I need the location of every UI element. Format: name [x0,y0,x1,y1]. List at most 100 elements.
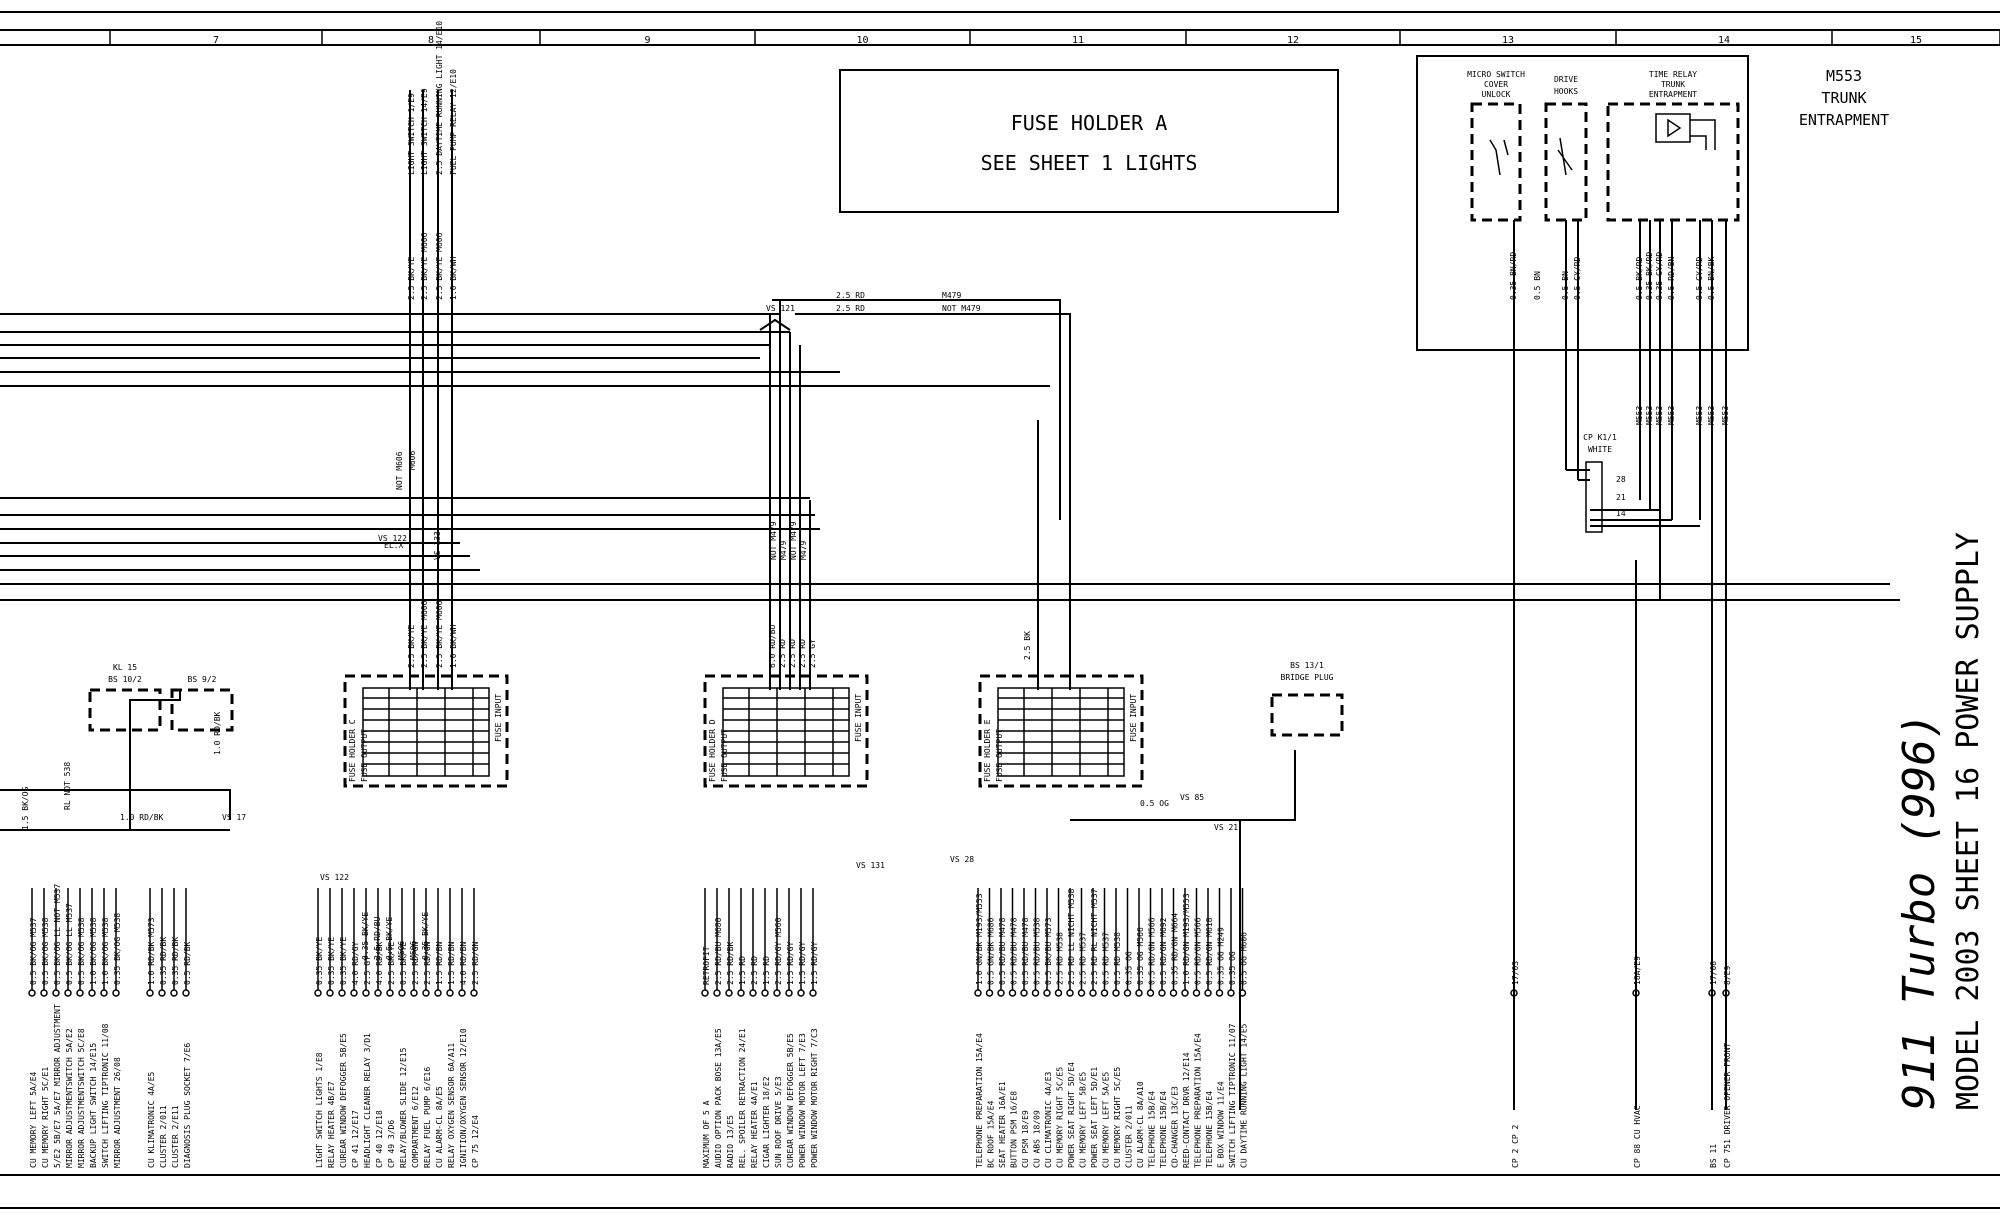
terminal-destination: CP 41 12/E17 [351,1110,360,1168]
terminal-wire: 0.5 GN/BK M680 [987,917,996,985]
terminal-wire: 2.5 RD/BK [726,941,735,985]
m553-id: M553 [1826,67,1862,85]
wire-label: 2.5 BK/YE M606 [420,232,429,300]
terminal-destination: CU DAYTIME RUNNING LIGHT 14/E5 [1240,1023,1249,1168]
terminal-destination: SUN ROOF DRIVE 5/E3 [774,1076,783,1168]
svg-text:21: 21 [1616,493,1626,502]
wire-label: 2.5 BK [1023,631,1032,660]
terminal-destination: LIGHT SWITCH LIGHTS 1/E8 [315,1052,324,1168]
terminal-destination: CLUSTER 2/E11 [171,1105,180,1168]
wire-label: M553 [1667,406,1676,425]
wire-label: M553 [1695,406,1704,425]
terminal-wire: 0.5 BK/BU M573 [1044,917,1053,985]
terminal-destination: RELAY FUEL PUMP 6/E16 [423,1067,432,1168]
terminal-destination: SEAT HEATER 16A/E1 [998,1081,1007,1168]
svg-text:ENTRAPMENT: ENTRAPMENT [1649,90,1697,99]
svg-text:VS 28: VS 28 [950,855,974,864]
terminal-wire: 2.5 RD/GN [471,941,480,985]
terminal-wire: 2.5 RD/GY M560 [774,917,783,985]
wire-label: 2.5 BK/YE M606 [420,600,429,668]
terminal-destination: CUREAR WINDOW DEFOGGER 5B/E5 [786,1033,795,1168]
terminal-destination: CP 75 12/E4 [471,1115,480,1168]
terminal-wire: 18A/E9 [1633,956,1642,985]
wire-label: 2.5 GY [808,639,817,668]
terminal-destination: CUREAR WINDOW DEFOGGER 5B/E5 [339,1033,348,1168]
terminal-destination: CU CLIMATRONIC 4A/E3 [1044,1071,1053,1168]
terminal-destination: BS 11 [1709,1144,1718,1168]
terminal-destination: BACKUP LIGHT SWITCH 14/E15 [89,1043,98,1168]
terminal-wire: 1.5 RD/BN [447,941,456,985]
terminal-wire: 2.5 BK/YE [387,941,396,985]
terminal-wire: 0.5 RD/BU M478 [998,917,1007,985]
svg-text:VS 122: VS 122 [378,534,407,543]
svg-text:BRIDGE PLUG: BRIDGE PLUG [1281,673,1334,682]
terminal-destination: CU MEMORY LEFT 5A/E4 [29,1071,38,1168]
wire-label: 2.5 BK/YE M606 [435,232,444,300]
fuse-holder-a-line2: SEE SHEET 1 LIGHTS [981,151,1198,175]
fuse-holder-label: FUSE HOLDER E [983,719,992,782]
terminal-wire: 0.5 BK/OG M538 [77,917,86,985]
svg-text:VS 131: VS 131 [856,861,885,870]
terminal-wire: 0.5 RD/BU M478 [1010,917,1019,985]
terminal-wire: 1.0 BK/OG M538 [89,917,98,985]
fuse-input-label: FUSE INPUT [494,694,503,742]
terminal-destination: E BOX WINDOW 11/E4 [1217,1081,1226,1168]
terminal-wire: 1.5 RD [738,956,747,985]
fuse-input-label: FUSE INPUT [854,694,863,742]
wire-label: 0.5 BK/RD [1635,256,1644,300]
terminal-wire: 0.35 OG M566 [1136,927,1145,985]
column-number: 8 [428,35,434,46]
wire-label: FUEL PUMP RELAY 12/E10 [449,69,458,175]
terminal-destination: CD-CHANGER 13C/E3 [1171,1086,1180,1168]
terminal-wire: 0.5 RD M538 [1113,932,1122,985]
terminal-wire: 1.0 BK/OG M538 [101,917,110,985]
svg-text:14: 14 [1616,509,1626,518]
terminal-wire: 4.0 RD/BN [459,941,468,985]
terminal-wire: 2.5 RD RL NICHT M537 [1090,888,1099,985]
terminal-destination: TELEPHONE 15B/E4 [1159,1091,1168,1168]
terminal-wire: 0.5 BK/OG LL NOT M537 [53,884,62,985]
terminal-destination: RELAY HEATER 4A/E1 [750,1081,759,1168]
terminal-wire: 1.0 RD/BK M573 [147,917,156,985]
wire-label: NOT M479 [769,521,778,560]
fuse-input-label: FUSE INPUT [1129,694,1138,742]
terminal-wire: 1.0 RD/GN M193/M553 [1182,893,1191,985]
connectors: KL 15 BS 10/2 BS 9/2 BS 13/1 BRIDGE PLUG… [88,433,1626,737]
column-number: 9 [644,35,650,46]
wire-label: M553 [1655,406,1664,425]
terminal-wire: 1.5 RD/GY [810,941,819,985]
wire-label: 0.5 BN [1561,271,1570,300]
terminal-wire: 0.35 BK/YE [315,937,324,985]
terminal-destination: RELAY HEATER 4B/E7 [327,1081,336,1168]
terminal-destination: TELEPHONE PREPARATION 15A/E4 [1194,1033,1203,1168]
svg-text:DRIVE: DRIVE [1554,75,1578,84]
terminal-destination: SWITCH LIFTING TIPTRONIC 11/07 [1228,1023,1237,1168]
terminal-destination: CU ALARM-CL 8A/A10 [1136,1081,1145,1168]
svg-text:2.5 RD: 2.5 RD [836,304,865,313]
wire-label: 1.0 BK/WH [449,256,458,300]
terminal-wire: 0.35 BK/OG M538 [113,913,122,985]
terminal-wire: 1.0 GN/BK M193/M553 [975,893,984,985]
terminal-destination: MIRROR ADJUSTMENT 26/08 [113,1057,122,1168]
terminal-wire: 2.5 RD/BU M680 [714,917,723,985]
svg-text:VS 85: VS 85 [1180,793,1204,802]
wire-label: 0.5 RD/BN [1667,256,1676,300]
svg-text:0.5 OG: 0.5 OG [1140,799,1169,808]
terminal-wire: 0.5 RD M537 [1102,932,1111,985]
relay-coil-icon [1655,113,1691,143]
wire-label: NOT M479 [789,521,798,560]
svg-text:2.5 RD: 2.5 RD [836,291,865,300]
sheet-title: MODEL 2003 SHEET 16 POWER SUPPLY [1951,532,1986,1110]
terminal-wire: 0.5 OG M606 [1240,932,1249,985]
terminal-destination: CLUSTER 2/011 [1125,1105,1134,1168]
terminal-destination: MAXIMUM OF 5 A [702,1100,711,1168]
terminal-destination: CP 751 DRIVER OPENER FRONT [1723,1043,1732,1168]
svg-text:VS 121: VS 121 [766,304,795,313]
terminal-destination: CP 49 3/D6 [387,1120,396,1168]
terminal-destination: CU MEMORY LEFT 5A/E5 [1102,1071,1111,1168]
fuse-holder-label: FUSE HOLDER D [708,719,717,782]
